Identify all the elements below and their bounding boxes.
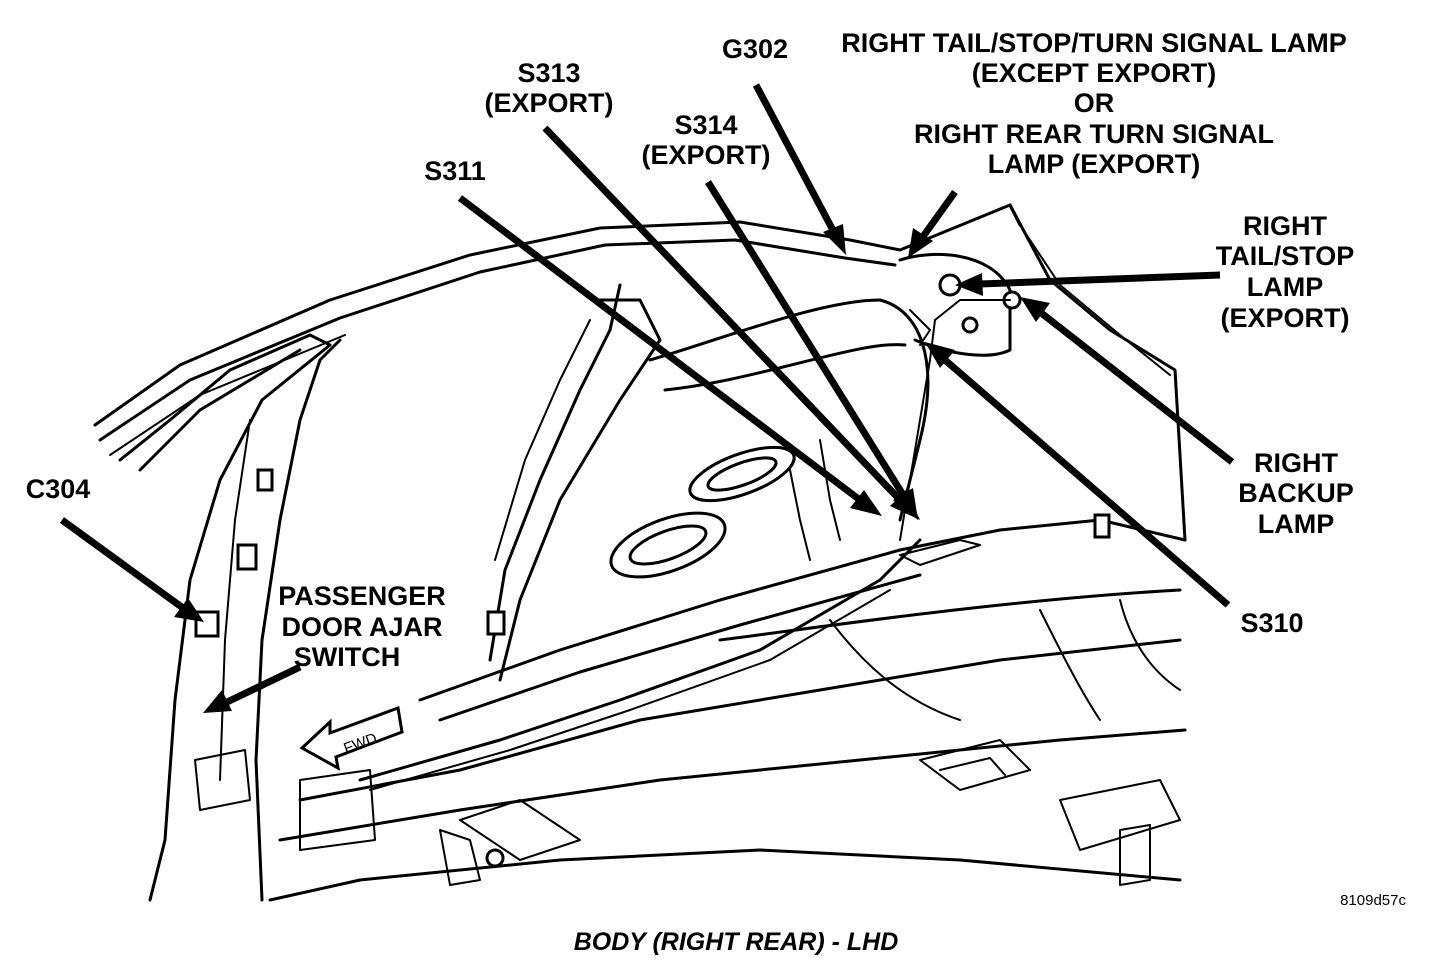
callout-g302: G302 — [722, 34, 788, 64]
svg-text:(EXCEPT EXPORT): (EXCEPT EXPORT) — [972, 58, 1217, 88]
svg-text:S313: S313 — [517, 58, 580, 88]
callout-passenger-door-ajar-switch: PASSENGER DOOR AJAR SWITCH — [278, 581, 446, 672]
svg-text:LAMP: LAMP — [1247, 272, 1324, 302]
svg-text:RIGHT REAR TURN SIGNAL: RIGHT REAR TURN SIGNAL — [914, 119, 1274, 149]
diagram-caption: BODY (RIGHT REAR) - LHD — [574, 928, 899, 956]
svg-text:(EXPORT): (EXPORT) — [484, 88, 613, 118]
callout-right-backup: RIGHT BACKUP LAMP — [1238, 448, 1354, 539]
svg-text:BACKUP: BACKUP — [1238, 478, 1354, 508]
callout-s311: S311 — [424, 156, 486, 186]
callout-s314: S314 (EXPORT) — [641, 110, 770, 170]
svg-text:TAIL/STOP: TAIL/STOP — [1216, 241, 1355, 271]
svg-text:G302: G302 — [722, 34, 788, 64]
callout-right-tail-stop: RIGHT TAIL/STOP LAMP (EXPORT) — [1216, 211, 1355, 333]
svg-text:DOOR AJAR: DOOR AJAR — [281, 612, 442, 642]
svg-text:RIGHT: RIGHT — [1243, 211, 1328, 241]
svg-text:RIGHT TAIL/STOP/TURN SIGNAL LA: RIGHT TAIL/STOP/TURN SIGNAL LAMP — [841, 28, 1347, 58]
leader-lines — [59, 83, 1235, 713]
svg-text:(EXPORT): (EXPORT) — [1220, 303, 1349, 333]
svg-text:OR: OR — [1074, 88, 1115, 118]
callout-right-tail-stop-turn: RIGHT TAIL/STOP/TURN SIGNAL LAMP (EXCEPT… — [841, 28, 1347, 179]
svg-text:S314: S314 — [674, 110, 737, 140]
callout-s313: S313 (EXPORT) — [484, 58, 613, 118]
figure-id: 8109d57c — [1340, 892, 1406, 909]
svg-text:S310: S310 — [1240, 608, 1303, 638]
svg-text:C304: C304 — [26, 474, 91, 504]
callout-c304: C304 — [26, 474, 91, 504]
svg-text:SWITCH: SWITCH — [294, 642, 400, 672]
vehicle-body-illustration: FWD — [93, 203, 1187, 902]
svg-text:S311: S311 — [424, 156, 486, 186]
callout-s310: S310 — [1240, 608, 1303, 638]
svg-text:PASSENGER: PASSENGER — [278, 581, 446, 611]
svg-text:(EXPORT): (EXPORT) — [641, 140, 770, 170]
svg-text:RIGHT: RIGHT — [1254, 448, 1339, 478]
svg-text:LAMP (EXPORT): LAMP (EXPORT) — [988, 149, 1201, 179]
svg-text:LAMP: LAMP — [1258, 509, 1335, 539]
fwd-arrow-icon: FWD — [299, 705, 404, 771]
